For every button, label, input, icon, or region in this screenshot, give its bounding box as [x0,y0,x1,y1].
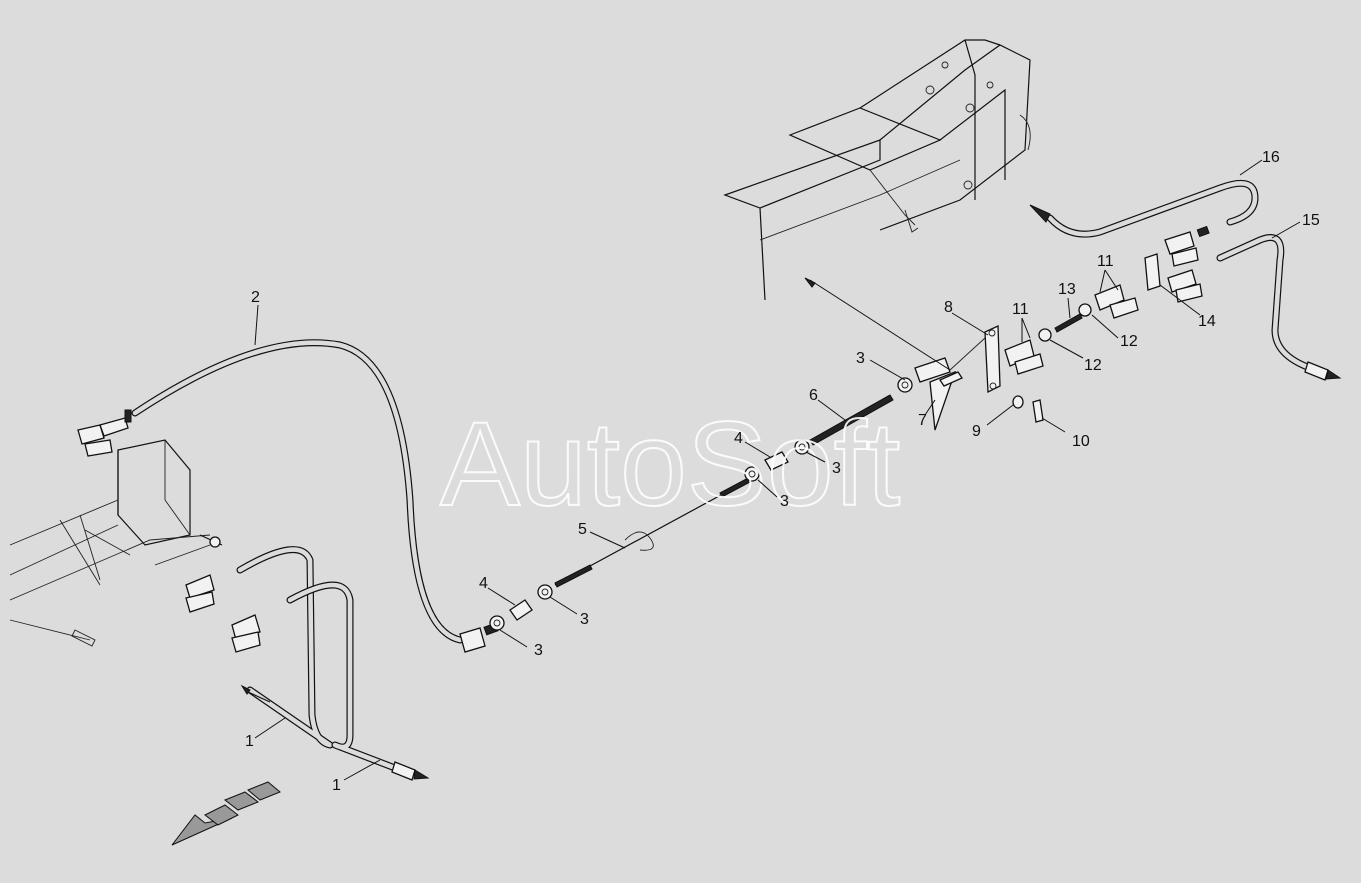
callout-8: 8 [944,299,953,316]
callout-3-e: 3 [856,350,865,367]
callout-14: 14 [1198,313,1216,330]
callout-5: 5 [578,521,587,538]
cable-1-lower [231,581,430,781]
callout-3-b: 3 [580,611,589,628]
nuts-12 [1038,303,1092,342]
callout-4-a: 4 [479,575,488,592]
callout-9: 9 [972,423,981,440]
callout-12-lower: 12 [1084,357,1102,374]
plate-14 [1144,253,1161,291]
callout-6: 6 [809,387,818,404]
callout-10: 10 [1072,433,1090,450]
nuts-3 [489,377,913,631]
threaded-rod-13 [1054,313,1083,333]
callout-1-lower: 1 [332,777,341,794]
callout-labels: 1 1 2 3 3 3 3 3 3 4 4 5 6 7 8 9 10 11 11… [245,149,1320,794]
callout-4-b: 4 [734,430,743,447]
callout-15: 15 [1302,212,1320,229]
cable-15 [1167,234,1342,381]
callout-3-d: 3 [832,460,841,477]
lever-8 [984,324,1001,394]
threaded-rod-5 [554,477,751,588]
leader-lines [254,159,1301,781]
sleeves-4 [509,451,789,621]
assembly-line [809,279,951,371]
bolt-tip [804,277,816,288]
direction-arrow-icon [171,781,281,846]
callout-12-upper: 12 [1120,333,1138,350]
cable-1-upper [185,546,334,749]
callout-16: 16 [1262,149,1280,166]
callout-7: 7 [918,412,927,429]
callout-11-right: 11 [1097,253,1114,270]
callout-2: 2 [251,289,260,306]
clevis-11-right [1094,284,1139,319]
frame-structure-left [9,439,223,647]
washer-9 [1012,395,1024,409]
callout-1-upper: 1 [245,733,254,750]
cable-16 [1029,179,1259,267]
clevis-11-left [1004,339,1044,375]
threaded-rod-6 [809,394,894,446]
callout-3-c: 3 [780,493,789,510]
cable-2 [77,339,499,653]
watermark: AutoSoft [440,397,900,531]
frame-structure-right [723,39,1031,301]
pin-10 [1032,399,1044,423]
callout-13: 13 [1058,281,1076,298]
callout-11-left: 11 [1012,301,1029,318]
callout-3-a: 3 [534,642,543,659]
